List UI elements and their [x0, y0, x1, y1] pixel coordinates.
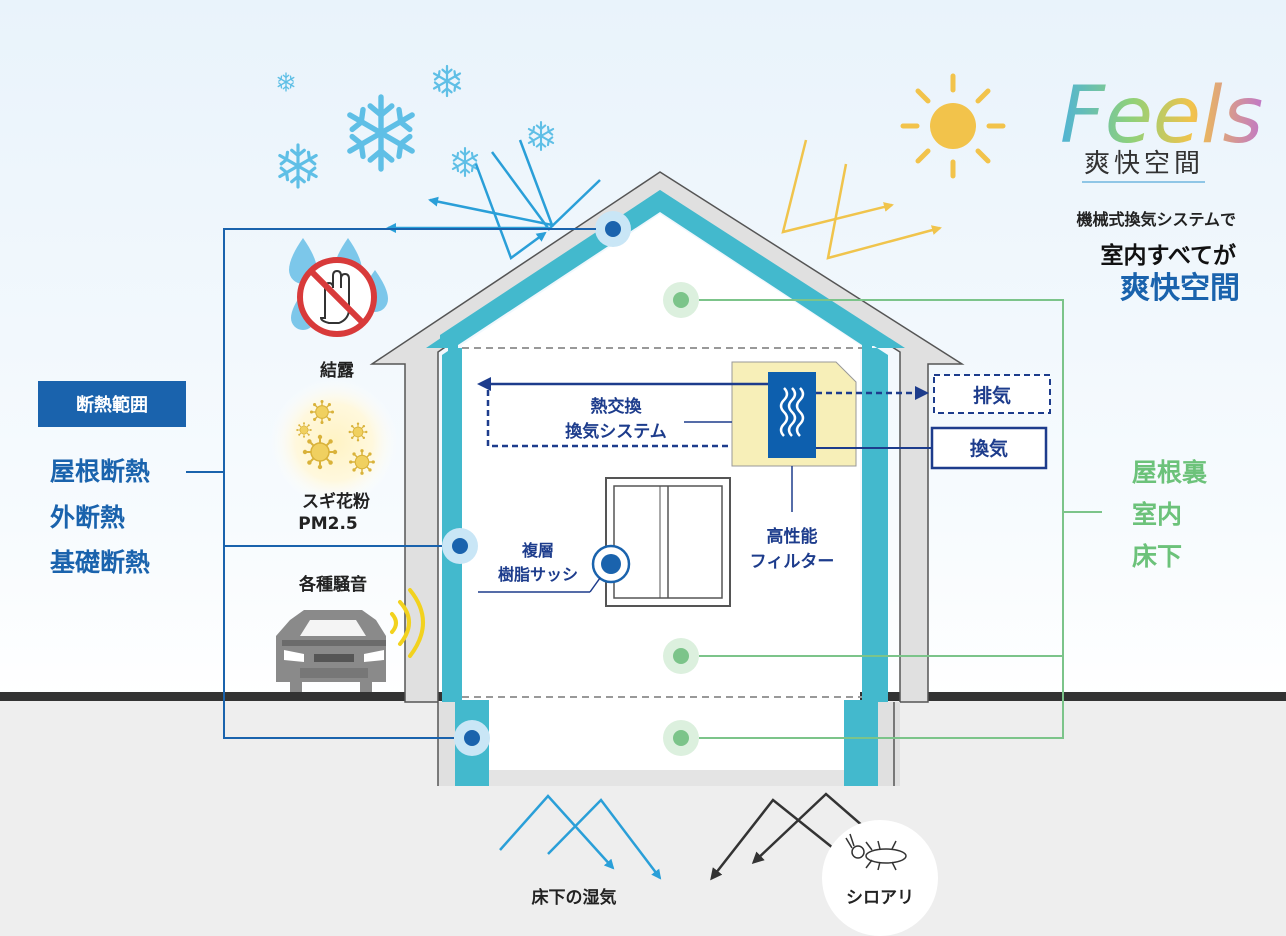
- intake-box: [930, 426, 1048, 470]
- tagline: 機械式換気システムで: [1076, 210, 1236, 229]
- feels-logo: Feels 爽快空間: [1060, 71, 1263, 183]
- filter-panel: [768, 372, 816, 458]
- insulation-item-exterior: 外断熱: [50, 503, 125, 532]
- sash-label-1: 複層: [521, 541, 554, 560]
- heat-ray-arrows: [781, 139, 942, 260]
- termite-arrows: [710, 792, 873, 881]
- sash-label-2: 樹脂サッシ: [498, 565, 578, 584]
- filter-label-2: フィルター: [750, 552, 835, 572]
- insulation-markers: [442, 211, 631, 756]
- intake-label: 換気: [970, 437, 1008, 460]
- termite-badge: [822, 820, 938, 936]
- exhaust-box: [933, 374, 1051, 414]
- insulation-connector-lines: [186, 228, 596, 739]
- space-item-attic: 屋根裏: [1132, 458, 1208, 487]
- pm25-label: PM2.5: [298, 514, 358, 534]
- airflow-icon: [779, 387, 805, 437]
- humidity-label: 床下の湿気: [532, 887, 617, 908]
- sun-icon: [900, 73, 1006, 179]
- space-markers: [663, 282, 699, 756]
- filter-label-1: 高性能: [767, 526, 818, 547]
- heat-exchange-label-1: 熱交換: [591, 396, 643, 417]
- humidity-arrows: [499, 794, 662, 880]
- insulation-item-foundation: 基礎断熱: [50, 548, 150, 577]
- sound-wave-icon: [390, 588, 425, 658]
- heat-exchange-circuit: [477, 377, 932, 512]
- termite-label: シロアリ: [846, 888, 914, 908]
- space-item-indoor: 室内: [1132, 500, 1182, 529]
- car-icon: [276, 610, 386, 692]
- termite-icon: [845, 833, 907, 871]
- logo-text: Feels: [1060, 71, 1263, 161]
- pollen-label: スギ花粉: [302, 491, 370, 512]
- condensation-icon: [289, 238, 388, 337]
- insulation-badge: [38, 381, 186, 427]
- ventilation-unit: [731, 361, 857, 467]
- noise-label: 各種騒音: [298, 574, 367, 595]
- heat-exchange-label-2: 換気システム: [565, 421, 667, 442]
- headline-2: 爽快空間: [1120, 271, 1240, 306]
- sash-marker: [478, 544, 631, 593]
- headline-1: 室内すべてが: [1101, 242, 1236, 269]
- space-connector-lines: [699, 299, 1102, 739]
- exhaust-label: 排気: [973, 384, 1011, 407]
- pollen-icon: [270, 378, 398, 506]
- space-item-underfloor: 床下: [1132, 542, 1182, 571]
- logo-subtitle: 爽快空間: [1084, 149, 1204, 179]
- condensation-label: 結露: [320, 360, 355, 381]
- resin-sash-window: [605, 477, 731, 607]
- insulation-badge-label: 断熱範囲: [76, 394, 148, 416]
- insulation-item-roof: 屋根断熱: [50, 457, 150, 486]
